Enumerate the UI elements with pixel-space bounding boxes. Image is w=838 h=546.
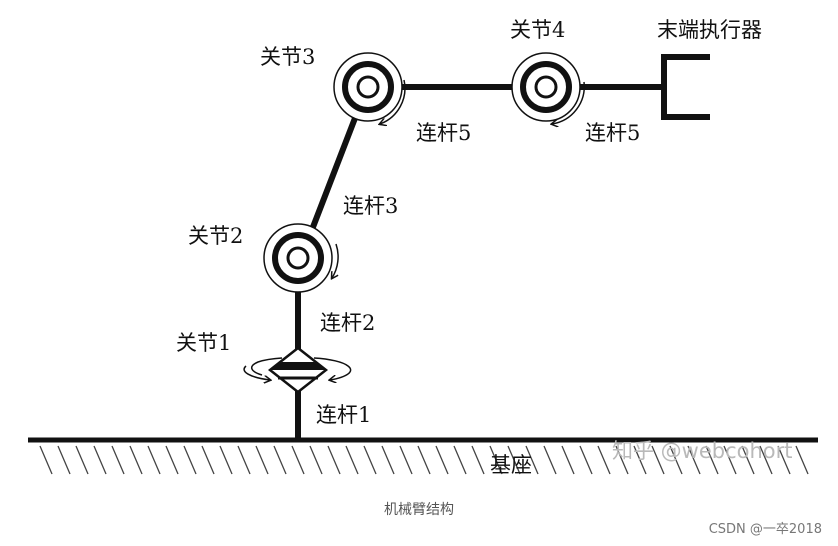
link2-label: 连杆2 xyxy=(320,311,375,335)
joint1-label: 关节1 xyxy=(176,331,231,355)
figure-caption: 机械臂结构 xyxy=(384,502,454,518)
link5-a-label: 连杆5 xyxy=(416,121,471,145)
link5-b-label: 连杆5 xyxy=(585,121,640,145)
joint3-label: 关节3 xyxy=(260,45,315,69)
zhihu-watermark: 知乎 @webcohort xyxy=(612,439,793,463)
base-label: 基座 xyxy=(490,453,532,477)
joint3-symbol xyxy=(333,52,406,124)
joint4-label: 关节4 xyxy=(510,18,565,42)
link3-label: 连杆3 xyxy=(343,194,398,218)
end-effector-symbol xyxy=(661,54,710,120)
base-ground xyxy=(28,437,818,475)
csdn-source-credit: CSDN @一卒2018 xyxy=(708,522,822,537)
joint1-symbol xyxy=(243,346,352,394)
joint2-label: 关节2 xyxy=(188,224,243,248)
base-hatching xyxy=(39,445,809,475)
end-effector-label: 末端执行器 xyxy=(657,18,762,42)
link1-label: 连杆1 xyxy=(316,403,371,427)
joint2-symbol xyxy=(263,223,339,293)
joint4-symbol xyxy=(511,52,586,124)
